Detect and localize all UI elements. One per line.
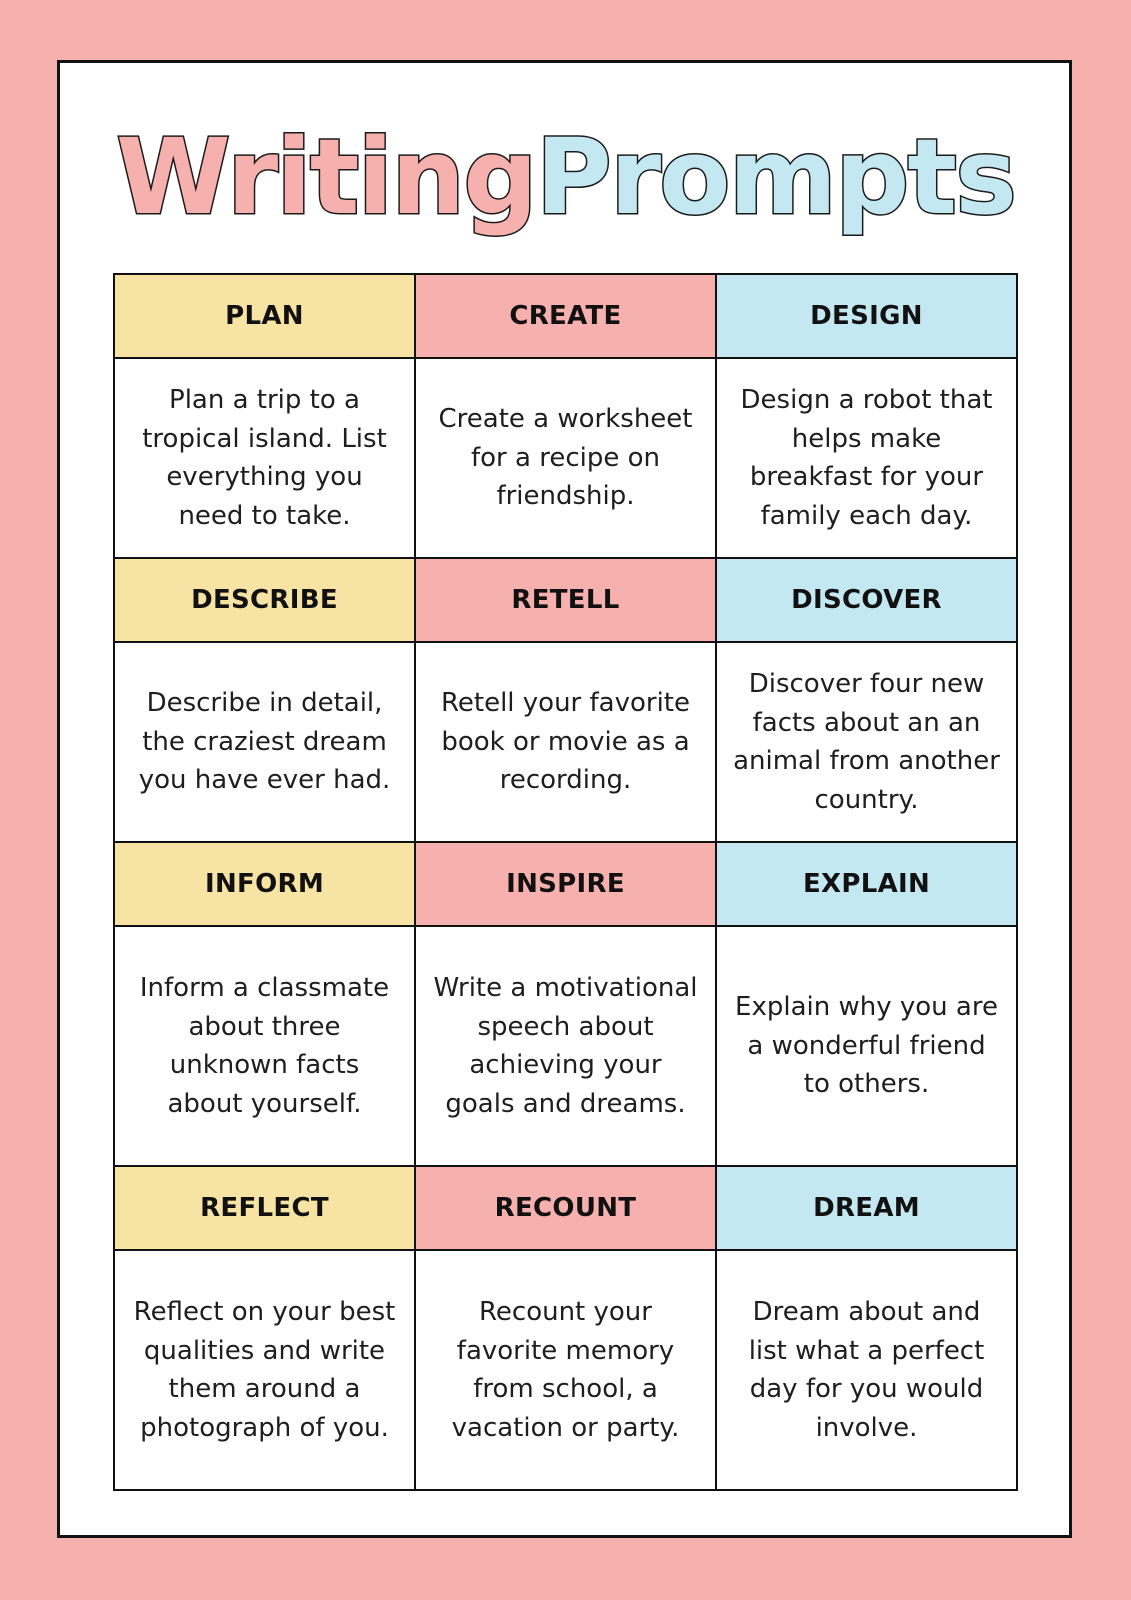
prompt-text-explain: Explain why you are a wonderful friend t… <box>715 925 1018 1167</box>
prompt-row: Describe in detail, the craziest dream y… <box>113 641 1018 843</box>
prompt-text-inform: Inform a classmate about three unknown f… <box>113 925 416 1167</box>
prompt-label-explain: EXPLAIN <box>715 841 1018 927</box>
prompt-text-inspire: Write a motivational speech about achiev… <box>414 925 717 1167</box>
prompt-label-inspire: INSPIRE <box>414 841 717 927</box>
header-row: INFORM INSPIRE EXPLAIN <box>113 841 1018 927</box>
prompt-text-discover: Discover four new facts about an an anim… <box>715 641 1018 843</box>
prompt-label-reflect: REFLECT <box>113 1165 416 1251</box>
prompt-label-plan: PLAN <box>113 273 416 359</box>
prompt-text-design: Design a robot that helps make breakfast… <box>715 357 1018 559</box>
page-title: WritingPrompts <box>0 112 1131 242</box>
prompt-label-recount: RECOUNT <box>414 1165 717 1251</box>
prompt-text-plan: Plan a trip to a tropical island. List e… <box>113 357 416 559</box>
prompt-text-dream: Dream about and list what a perfect day … <box>715 1249 1018 1491</box>
prompt-label-retell: RETELL <box>414 557 717 643</box>
title-word-writing: Writing <box>114 115 539 240</box>
header-row: PLAN CREATE DESIGN <box>113 273 1018 359</box>
prompt-text-create: Create a worksheet for a recipe on frien… <box>414 357 717 559</box>
prompt-row: Plan a trip to a tropical island. List e… <box>113 357 1018 559</box>
prompt-row: Reflect on your best qualities and write… <box>113 1249 1018 1491</box>
prompt-label-discover: DISCOVER <box>715 557 1018 643</box>
prompt-label-design: DESIGN <box>715 273 1018 359</box>
prompt-label-describe: DESCRIBE <box>113 557 416 643</box>
prompt-row: Inform a classmate about three unknown f… <box>113 925 1018 1167</box>
prompt-text-recount: Recount your favorite memory from school… <box>414 1249 717 1491</box>
header-row: REFLECT RECOUNT DREAM <box>113 1165 1018 1251</box>
prompt-label-inform: INFORM <box>113 841 416 927</box>
prompt-text-describe: Describe in detail, the craziest dream y… <box>113 641 416 843</box>
prompt-text-retell: Retell your favorite book or movie as a … <box>414 641 717 843</box>
prompts-grid: PLAN CREATE DESIGN Plan a trip to a trop… <box>113 273 1018 1491</box>
header-row: DESCRIBE RETELL DISCOVER <box>113 557 1018 643</box>
title-word-prompts: Prompts <box>534 115 1018 240</box>
prompt-label-dream: DREAM <box>715 1165 1018 1251</box>
prompt-label-create: CREATE <box>414 273 717 359</box>
prompt-text-reflect: Reflect on your best qualities and write… <box>113 1249 416 1491</box>
